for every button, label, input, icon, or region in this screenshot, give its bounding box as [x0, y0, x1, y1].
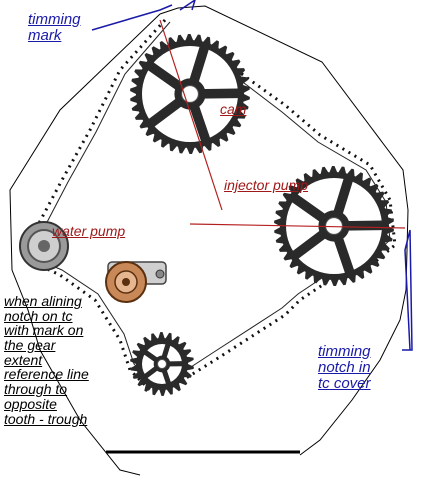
- instruction-line: extent: [4, 353, 89, 368]
- timming-notch-label-line: timming: [318, 344, 371, 360]
- instruction-line: the gear: [4, 338, 89, 353]
- sprocket-bore: [158, 360, 167, 369]
- timming-mark-label: timming mark: [28, 12, 81, 44]
- injector-pump-label: injector pump: [224, 178, 308, 193]
- timming-mark-label-line: timming: [28, 12, 81, 28]
- timming-notch-label-line: tc cover: [318, 376, 371, 392]
- instruction-line: through to: [4, 382, 89, 397]
- timing-mark-pointer-2: [180, 0, 195, 10]
- instruction-line: tooth - trough: [4, 412, 89, 427]
- instruction-line: reference line: [4, 367, 89, 382]
- cam-label: cam: [220, 102, 246, 117]
- timming-notch-label: timming notch in tc cover: [318, 344, 371, 391]
- instruction-line: opposite: [4, 397, 89, 412]
- tensioner-pulley: [106, 262, 166, 302]
- instruction-line: with mark on: [4, 323, 89, 338]
- instruction-line: notch on tc: [4, 309, 89, 324]
- crank-sprocket: [130, 332, 194, 396]
- timming-mark-label-line: mark: [28, 28, 81, 44]
- cam-sprocket: [130, 34, 250, 154]
- water-pump-label: water pump: [52, 224, 125, 239]
- instruction-text: when alining notch on tc with mark on th…: [4, 294, 89, 426]
- timming-notch-label-line: notch in: [318, 360, 371, 376]
- instruction-line: when alining: [4, 294, 89, 309]
